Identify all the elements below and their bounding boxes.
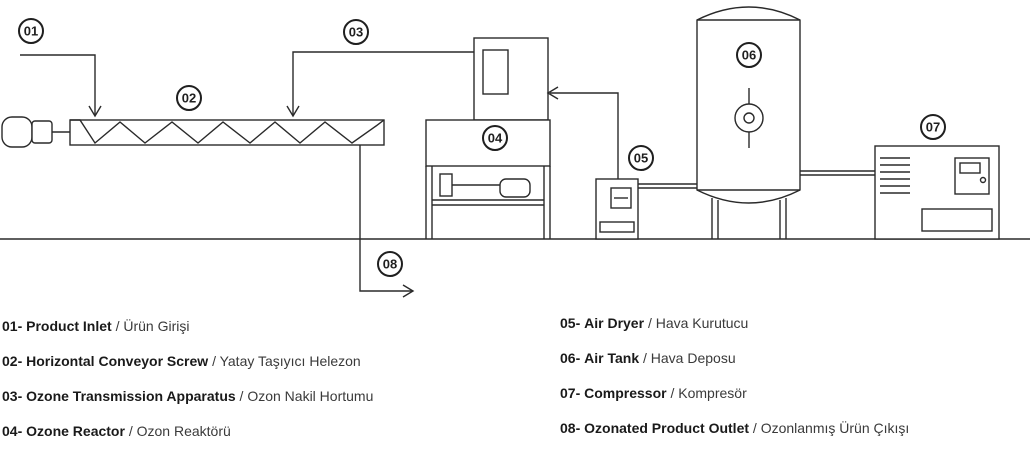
ozone-hose	[286, 51, 474, 118]
legend-code: 04-	[2, 423, 23, 439]
legend-item-08: 08- Ozonated Product Outlet / Ozonlanmış…	[560, 419, 909, 454]
svg-text:01: 01	[24, 24, 38, 39]
legend-separator: /	[643, 350, 647, 366]
legend-english: Horizontal Conveyor Screw	[26, 353, 209, 369]
legend-item-04: 04- Ozone Reactor / Ozon Reaktörü	[2, 422, 373, 457]
marker-08: 08	[377, 251, 403, 277]
marker-05: 05	[628, 145, 654, 171]
marker-03: 03	[343, 19, 369, 45]
legend-item-06: 06- Air Tank / Hava Deposu	[560, 349, 909, 384]
marker-02: 02	[176, 85, 202, 111]
legend-english: Ozonated Product Outlet	[584, 420, 750, 436]
legend-turkish: Ozonlanmış Ürün Çıkışı	[760, 420, 910, 436]
marker-01: 01	[18, 18, 44, 44]
conveyor-motor-coupling	[31, 120, 53, 144]
legend-left: 01- Product Inlet / Ürün Girişi 02- Hori…	[2, 317, 373, 457]
reactor-tube	[439, 173, 453, 197]
legend-english: Product Inlet	[26, 318, 112, 334]
compressor	[874, 145, 1000, 240]
legend-code: 06-	[560, 350, 581, 366]
legend-right: 05- Air Dryer / Hava Kurutucu 06- Air Ta…	[560, 314, 909, 454]
legend-turkish: Ozon Nakil Hortumu	[247, 388, 374, 404]
marker-07: 07	[920, 114, 946, 140]
conveyor-motor	[1, 116, 33, 148]
legend-turkish: Hava Kurutucu	[655, 315, 749, 331]
svg-text:08: 08	[383, 257, 397, 272]
marker-06: 06	[736, 42, 762, 68]
svg-text:03: 03	[349, 25, 363, 40]
svg-text:04: 04	[488, 131, 503, 146]
legend-english: Air Dryer	[584, 315, 645, 331]
legend-item-07: 07- Compressor / Kompresör	[560, 384, 909, 419]
legend-turkish: Ozon Reaktörü	[136, 423, 231, 439]
legend-separator: /	[647, 315, 652, 331]
compressor-grille	[921, 208, 993, 232]
legend-english: Air Tank	[584, 350, 640, 366]
legend-code: 07-	[560, 385, 581, 401]
legend-separator: /	[115, 318, 120, 334]
legend-separator: /	[128, 423, 133, 439]
ozone-reactor	[425, 37, 551, 239]
legend-separator: /	[752, 420, 757, 436]
legend-english: Ozone Transmission Apparatus	[26, 388, 236, 404]
marker-04: 04	[482, 125, 508, 151]
legend-separator: /	[212, 353, 216, 369]
svg-text:02: 02	[182, 91, 196, 106]
legend-code: 03-	[2, 388, 23, 404]
reactor-motor	[499, 178, 531, 198]
svg-text:05: 05	[634, 151, 648, 166]
generator-window	[482, 49, 509, 95]
process-diagram: 01 02 03 04 05 06 07 08	[0, 6, 1030, 298]
conveyor-screw	[1, 116, 385, 148]
legend-code: 05-	[560, 315, 581, 331]
legend-english: Compressor	[584, 385, 667, 401]
legend-code: 01-	[2, 318, 23, 334]
svg-text:07: 07	[926, 120, 940, 135]
product-inlet-arrow	[20, 54, 102, 118]
legend-item-03: 03- Ozone Transmission Apparatus / Ozon …	[2, 387, 373, 422]
air-dryer	[546, 86, 697, 240]
legend-english: Ozone Reactor	[26, 423, 125, 439]
legend-turkish: Ürün Girişi	[123, 318, 190, 334]
conveyor-helix	[70, 119, 385, 145]
legend-item-01: 01- Product Inlet / Ürün Girişi	[2, 317, 373, 352]
legend-item-05: 05- Air Dryer / Hava Kurutucu	[560, 314, 909, 349]
legend-turkish: Hava Deposu	[650, 350, 736, 366]
legend-turkish: Yatay Taşıyıcı Helezon	[219, 353, 361, 369]
product-outlet-arrow	[359, 145, 415, 298]
legend-item-02: 02- Horizontal Conveyor Screw / Yatay Ta…	[2, 352, 373, 387]
air-tank	[696, 6, 875, 239]
legend-turkish: Kompresör	[678, 385, 747, 401]
legend-code: 02-	[2, 353, 23, 369]
svg-text:06: 06	[742, 48, 756, 63]
legend-separator: /	[239, 388, 244, 404]
legend-code: 08-	[560, 420, 581, 436]
legend-separator: /	[670, 385, 675, 401]
air-dryer-grille	[599, 221, 635, 233]
